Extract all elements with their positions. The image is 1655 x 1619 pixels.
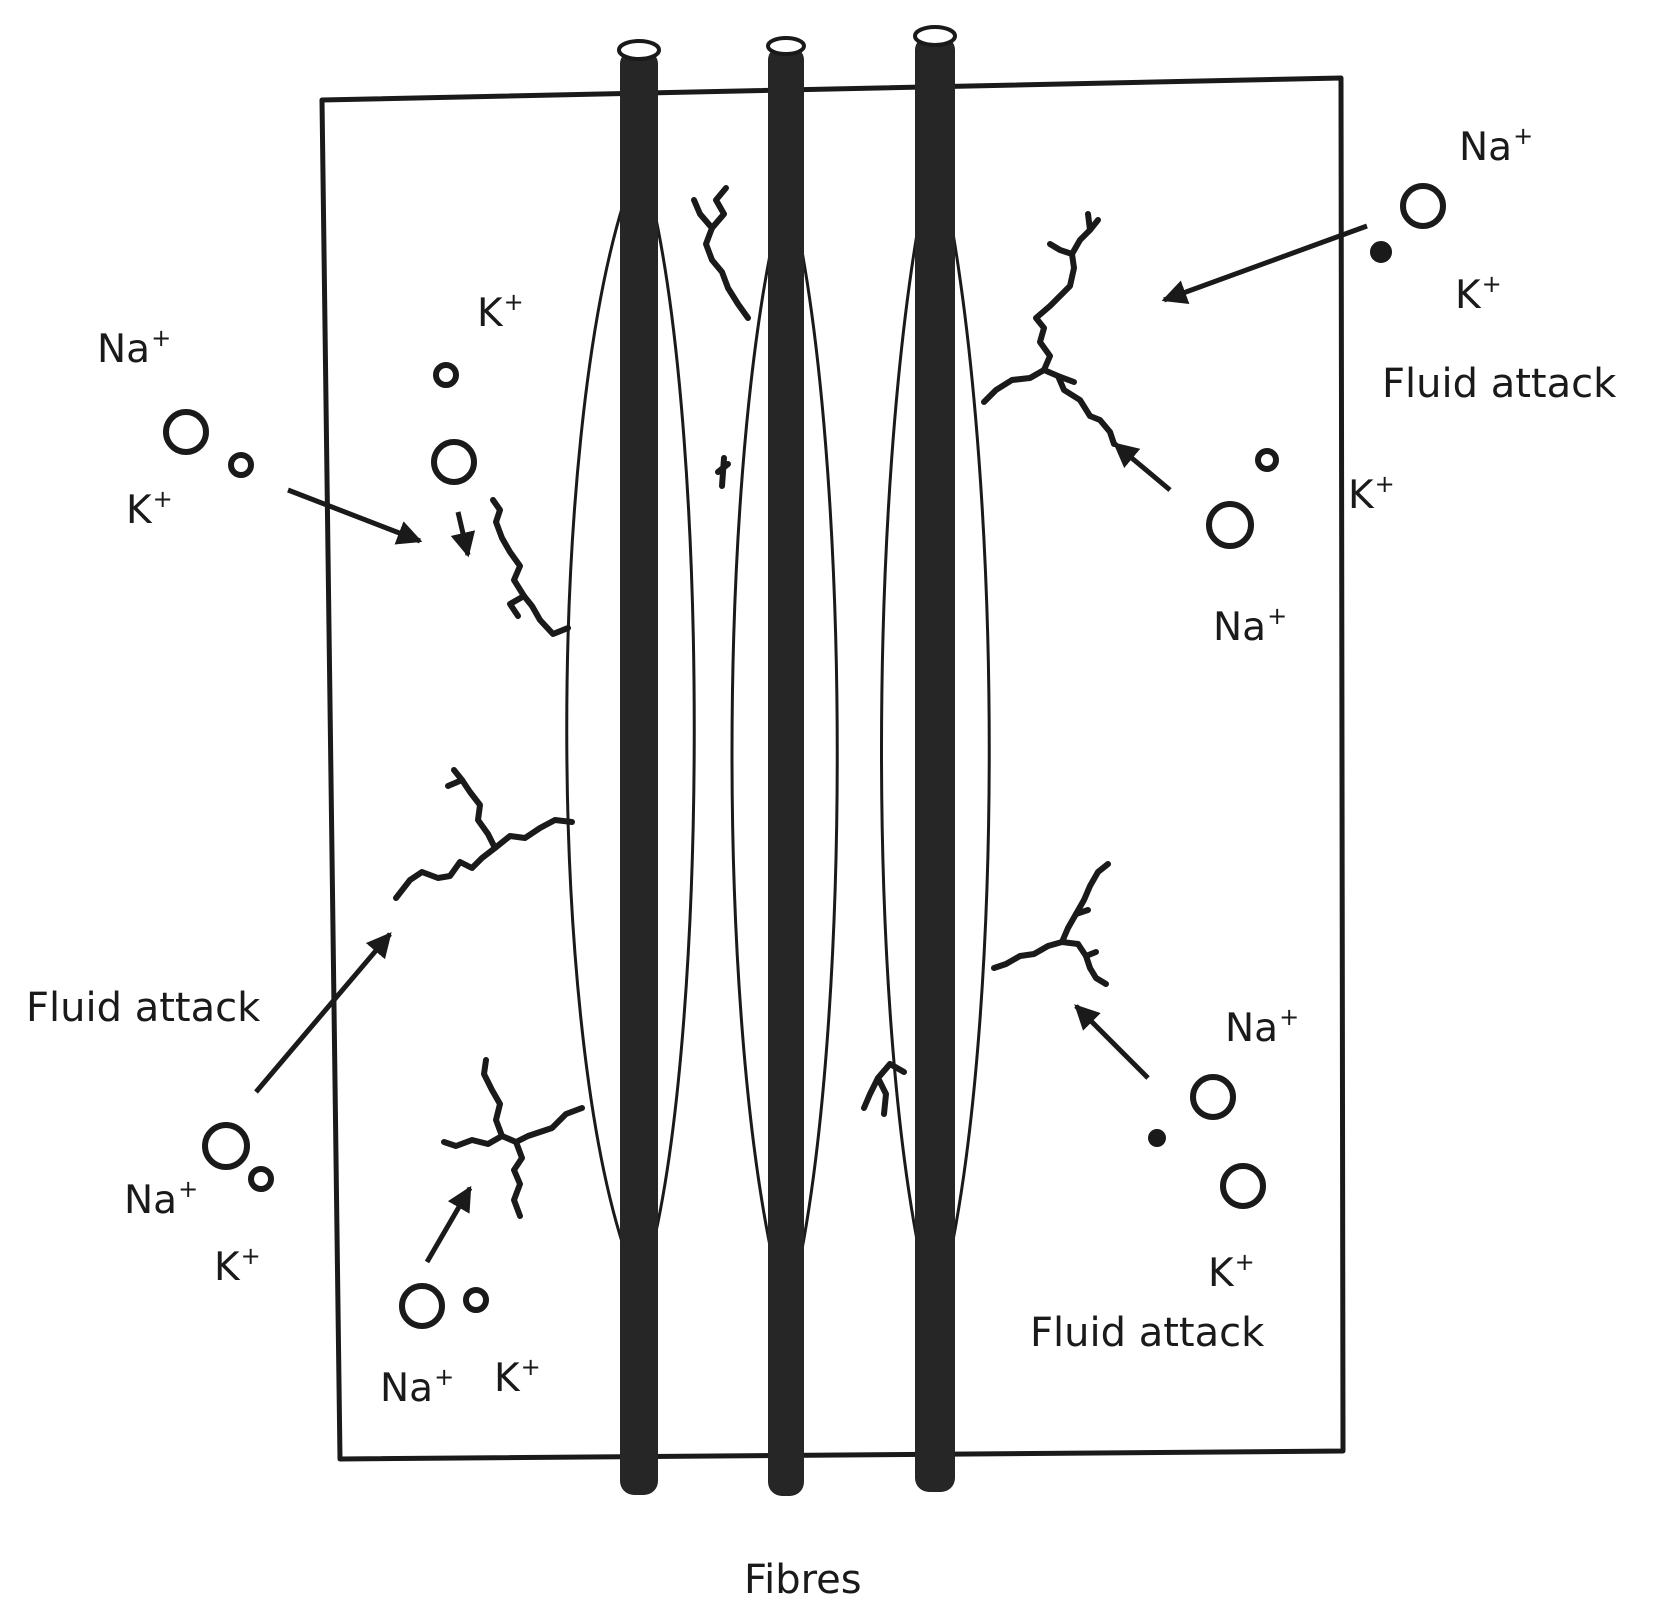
fluid-attack-label: Fluid attack xyxy=(26,985,261,1031)
crack-between-small xyxy=(715,455,731,489)
potassium-ion xyxy=(248,1166,274,1192)
fluid-attack-label: Fluid attack xyxy=(1382,361,1617,407)
crack-upper-right-up xyxy=(1033,217,1101,373)
potassium-label: K+ xyxy=(477,288,524,336)
potassium-ion xyxy=(228,452,254,478)
crack-lower-left-up xyxy=(481,1057,505,1139)
ion-group-lower-left-a xyxy=(202,1122,274,1192)
ion-group-upper-left-b xyxy=(431,362,477,485)
crack-between-top-branch xyxy=(709,185,729,231)
sodium-label: Na+ xyxy=(1459,122,1534,170)
sodium-ion xyxy=(1220,1163,1266,1209)
crack-lower-left-branch xyxy=(511,1139,525,1219)
potassium-label: K+ xyxy=(214,1242,261,1290)
sodium-label: Na+ xyxy=(1213,602,1288,650)
ion-group-upper-right-b xyxy=(1206,448,1279,549)
fibre-middle xyxy=(766,36,806,1496)
crack-between-top xyxy=(691,197,751,321)
arrow-upper-left-short xyxy=(450,511,476,558)
sodium-label: Na+ xyxy=(380,1363,455,1411)
ion-group-upper-left-a xyxy=(163,409,254,478)
crack-hook xyxy=(861,1061,907,1117)
crack-lower-right xyxy=(991,939,1081,971)
crack-mid-left-twig xyxy=(445,777,465,789)
sodium-ion xyxy=(431,439,477,485)
arrow-upper-left xyxy=(287,487,423,545)
arrow-lower-right xyxy=(1074,1004,1150,1080)
potassium-ion xyxy=(1255,448,1279,472)
ion-group-lower-left-b xyxy=(399,1283,489,1329)
fibres xyxy=(617,25,957,1496)
debond-zones xyxy=(565,204,991,1266)
potassium-label: K+ xyxy=(494,1353,541,1401)
sodium-label: Na+ xyxy=(124,1175,199,1223)
potassium-ion xyxy=(433,362,459,388)
attack-arrows xyxy=(254,223,1368,1264)
arrow-lower-left xyxy=(424,1185,473,1264)
crack-lower-right-twig xyxy=(1073,907,1099,959)
sodium-label: Na+ xyxy=(97,324,172,372)
sodium-ion xyxy=(1400,183,1446,229)
crack-upper-left xyxy=(490,497,571,637)
sodium-ion xyxy=(399,1283,445,1329)
crack-upper-left-branch xyxy=(507,593,527,619)
crack-upper-right-down xyxy=(1055,373,1117,447)
sodium-ion xyxy=(1206,501,1254,549)
sodium-label: Na+ xyxy=(1225,1003,1300,1051)
arrow-upper-right-short xyxy=(1113,442,1172,492)
potassium-label: K+ xyxy=(1348,470,1395,518)
fibres-label: Fibres xyxy=(744,1557,862,1603)
arrow-upper-right xyxy=(1161,223,1368,305)
ion-group-upper-right-a xyxy=(1370,183,1446,263)
potassium-ion xyxy=(1148,1129,1166,1147)
ions xyxy=(163,183,1446,1329)
ion-group-lower-right xyxy=(1148,1074,1266,1209)
crack-lower-right-up xyxy=(1059,861,1111,945)
crack-lower-left xyxy=(441,1105,585,1149)
crack-upper-right-twig xyxy=(1047,211,1093,257)
sodium-ion xyxy=(202,1122,250,1170)
fibre-left xyxy=(617,39,661,1495)
arrow-mid-left xyxy=(254,932,392,1094)
fibre-right xyxy=(913,25,957,1492)
potassium-ion xyxy=(463,1287,489,1313)
matrix-block xyxy=(319,75,1346,1462)
sodium-ion xyxy=(1190,1074,1236,1120)
crack-lower-right-down xyxy=(1075,941,1109,987)
potassium-label: K+ xyxy=(126,485,173,533)
potassium-label: K+ xyxy=(1455,270,1502,318)
potassium-ion xyxy=(1370,241,1392,263)
sodium-ion xyxy=(163,409,209,455)
potassium-label: K+ xyxy=(1208,1248,1255,1296)
crack-mid-left xyxy=(393,817,575,901)
cracks xyxy=(393,185,1117,1219)
fluid-attack-label: Fluid attack xyxy=(1030,1310,1265,1356)
